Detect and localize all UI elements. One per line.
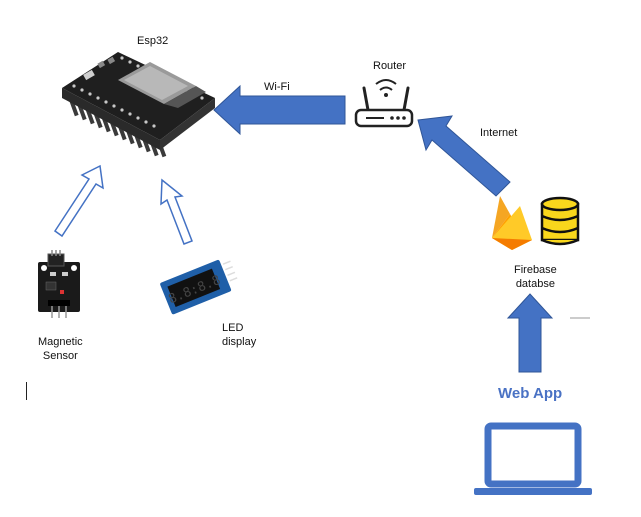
web-app-label: Web App — [498, 385, 563, 402]
database-icon — [540, 196, 580, 246]
router-label: Router — [373, 60, 407, 72]
esp32-label: Esp32 — [137, 35, 169, 47]
router-icon — [354, 79, 414, 128]
led-display-label: LED display — [222, 322, 257, 348]
magnetic-sensor-label: Magnetic Sensor — [38, 336, 83, 362]
led-display-icon: 8.8:8.8 — [160, 259, 238, 315]
internet-label: Internet — [480, 127, 518, 139]
magnetic-sensor-icon — [38, 250, 80, 318]
firebase-icon — [492, 196, 532, 250]
sensor-arrow — [53, 164, 104, 238]
laptop-icon — [474, 422, 592, 495]
internet-arrow — [417, 115, 511, 197]
wifi-label: Wi-Fi — [264, 81, 290, 93]
esp32-board-icon — [62, 52, 215, 158]
firebase-label: Firebase databse — [514, 264, 557, 290]
webapp-arrow — [506, 293, 554, 373]
display-arrow — [160, 178, 193, 245]
text-cursor — [26, 382, 27, 400]
wifi-arrow — [213, 84, 346, 136]
